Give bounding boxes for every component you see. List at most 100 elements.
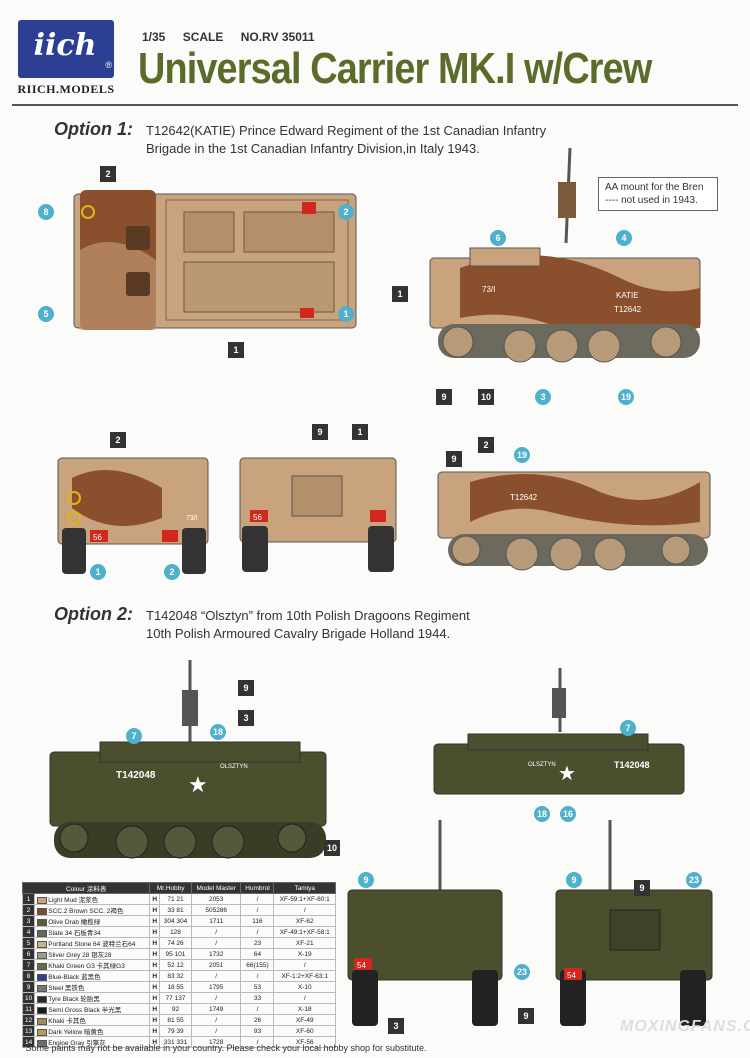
option2-rear-view: 54 [555,820,713,1026]
footnote: *Some paints may not be available in you… [22,1043,427,1053]
callout-9-rear2-opt2: 9 [634,880,650,896]
mrhobby-code: 71 21 [159,893,192,905]
humbrol-code: / [240,893,275,905]
paint-name-cell: Sliver Grey 28 银灰28 [34,948,151,960]
tamiya-code: XF-60 [273,1025,336,1037]
callout-1-side: 1 [392,286,408,302]
humbrol-code: 93 [240,1025,275,1037]
tamiya-code: XF-21 [273,937,336,949]
paint-number: 4 [21,926,36,938]
callout-1-rear: 1 [352,424,368,440]
paint-name: Semi Gross Black [48,1007,100,1014]
paint-number: 9 [21,981,36,993]
paint-table: Colour 涂料表 Mr.Hobby Model Master Humbrol… [21,882,336,1048]
option1-rear-view: 56 [239,457,397,572]
callout-3-front-opt2: 3 [388,1018,404,1034]
paint-name-cn: 波特兰石64 [102,941,136,948]
plate-front-opt2: 54 [357,961,366,970]
mrhobby-code: 92 [159,1003,192,1015]
paint-swatch [37,962,48,970]
paint-name: Blue-Black [48,974,80,981]
registered-mark: ® [105,60,112,70]
callout-5: 5 [38,306,54,322]
paint-name: Slate 34 [48,930,73,937]
callout-9-front-opt2: 9 [358,872,374,888]
callout-23-front-opt2: 23 [514,964,530,980]
callout-1: 1 [228,342,244,358]
paint-name-cell: SCC.2 Brown SCC. 2褐色 [34,904,151,916]
callout-7-opt2: 7 [126,728,142,744]
callout-7-left-opt2: 7 [620,720,636,736]
option2-line2: 10th Polish Armoured Cavalry Brigade Hol… [146,626,451,641]
callout-3-opt2: 3 [238,710,254,726]
option1-line1: T12642(KATIE) Prince Edward Regiment of … [146,123,547,138]
humbrol-code: 116 [240,915,275,927]
tamiya-code: X-10 [273,981,336,993]
mrhobby-h: H [149,915,161,927]
callout-19: 19 [618,389,634,405]
plate-rear: 56 [253,513,262,522]
mrhobby-h: H [149,981,161,993]
paint-name: Engine Gray [48,1040,85,1047]
paint-name-cn: 石板青34 [73,930,101,937]
mrhobby-code: 95 101 [159,948,192,960]
mrhobby-code: 77 137 [159,992,192,1004]
callout-9-rear: 9 [312,424,328,440]
callout-9-front2-opt2: 9 [518,1008,534,1024]
humbrol-code: / [240,970,275,982]
mrhobby-code: 83 32 [159,970,192,982]
callout-2-front: 2 [110,432,126,448]
white-star-left: ★ [558,761,576,785]
logo-badge [18,20,114,78]
modelmaster-code: 1732 [190,948,242,960]
aa-note-line1: AA mount for the Bren [605,182,704,193]
callout-6: 6 [490,230,506,246]
callout-9: 9 [436,389,452,405]
tamiya-code: X-19 [273,948,336,960]
name-marking-side: KATIE [616,291,639,300]
mrhobby-h: H [149,992,161,1004]
paint-name-cn: 黑铁色 [64,985,85,992]
paint-name: Khaki [48,1018,65,1025]
paint-swatch [37,1028,48,1036]
option1-line2: Brigade in the 1st Canadian Infantry Div… [146,141,480,156]
paint-number: 14 [21,1036,36,1048]
product-number: NO.RV 35011 [240,30,315,44]
tamiya-code: X-18 [273,1003,336,1015]
paint-number: 3 [21,915,36,927]
paint-table-header: Colour 涂料表 Mr.Hobby Model Master Humbrol… [21,882,336,894]
col-tamiya: Tamiya [273,882,336,894]
humbrol-code: 53 [240,981,275,993]
mrhobby-h: H [149,1014,161,1026]
mrhobby-h: H [149,948,161,960]
paint-number: 12 [21,1014,36,1026]
option2-label: Option 2: [54,604,133,624]
paint-name: Sliver Grey 28 [48,952,90,959]
paint-swatch [37,907,48,915]
callout-10: 10 [478,389,494,405]
paint-swatch [37,1006,48,1014]
humbrol-code: / [240,926,275,938]
mrhobby-h: H [149,1003,161,1015]
watermark: MOXINGFANS.COM [620,1018,750,1035]
scale-label: SCALE [182,30,224,44]
mrhobby-code: 18 55 [159,981,192,993]
modelmaster-code: 1749 [190,1003,242,1015]
paint-swatch [37,918,48,926]
paint-swatch [37,984,48,992]
option2-line1: T142048 “Olsztyn” from 10th Polish Drago… [146,608,470,623]
scale-line: 1/35 SCALE NO.RV 35011 [142,30,329,44]
paint-name-cell: Semi Gross Black 半光黑 [34,1003,151,1015]
humbrol-code: 33 [240,992,275,1004]
brand-name: RIICH.MODELS [17,82,115,96]
callout-16-left-opt2: 16 [560,806,576,822]
callout-1-blue: 1 [338,306,354,322]
option2-side-view: T142048 ★ OLSZTYN [49,660,327,859]
